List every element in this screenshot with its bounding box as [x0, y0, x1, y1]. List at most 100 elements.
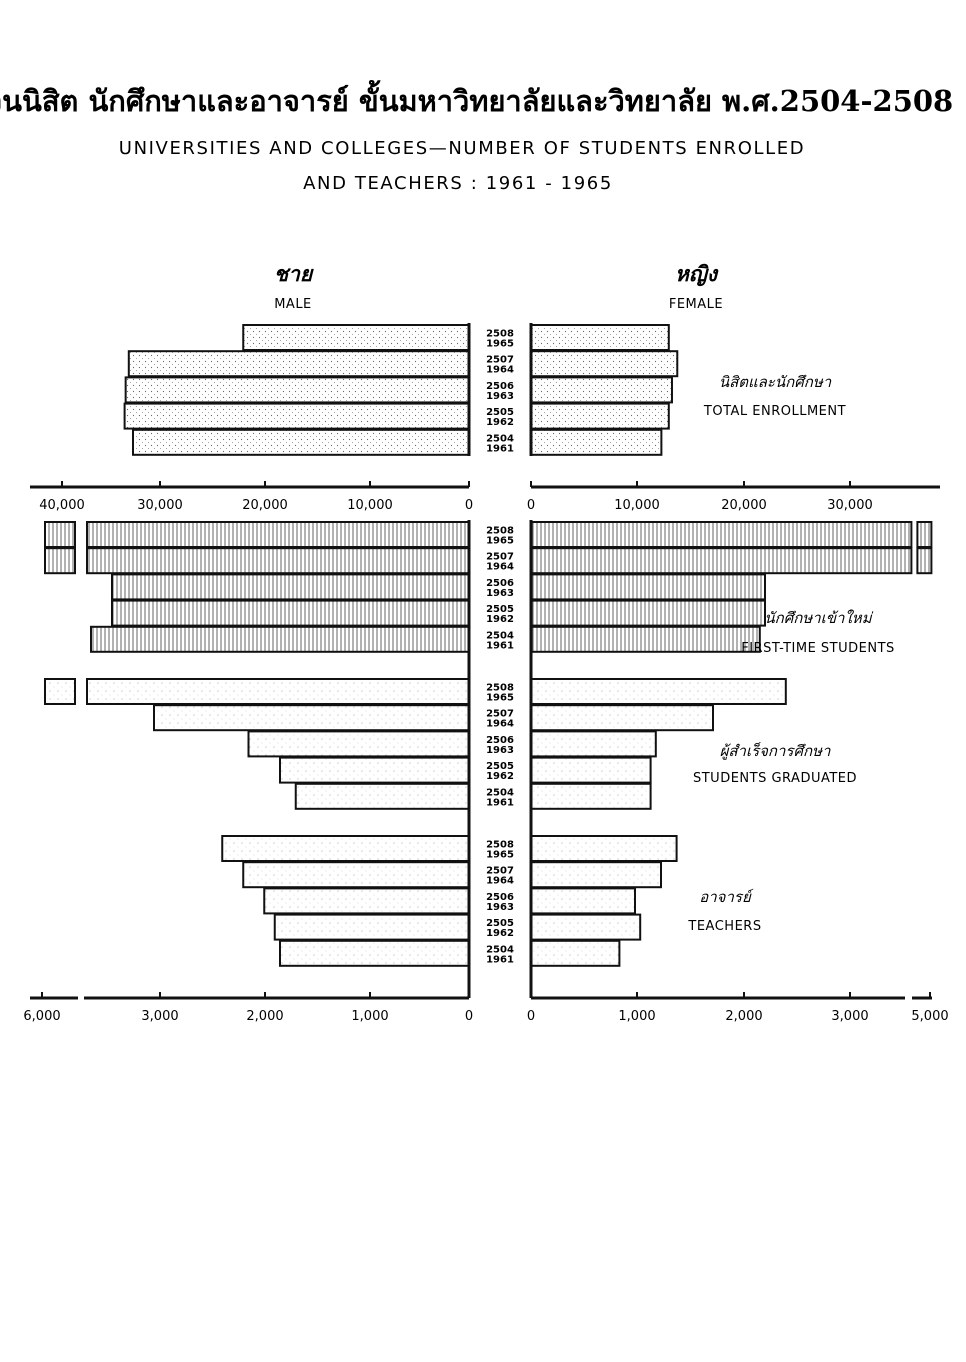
- female-label-thai: หญิง: [675, 261, 719, 287]
- male-bar: [242, 861, 470, 889]
- male-bar: [86, 521, 470, 548]
- female-bar: [530, 521, 913, 548]
- male-bar: [247, 730, 470, 758]
- year-label-ce: 1962: [486, 928, 514, 939]
- male-bar-overflow: [44, 547, 76, 575]
- year-label-ce: 1963: [486, 391, 514, 402]
- female-bar: [530, 324, 670, 351]
- teachers-axis-male-tick-label: 3,000: [141, 1009, 178, 1024]
- year-label-be: 2505: [486, 918, 514, 929]
- female-bar-overflow: [916, 521, 933, 548]
- panel-label: STUDENTS GRADUATED: [693, 771, 857, 786]
- year-label-be: 2508: [486, 329, 514, 340]
- year-label-ce: 1965: [486, 536, 514, 547]
- year-label-be: 2505: [486, 761, 514, 772]
- year-label-ce: 1962: [486, 771, 514, 782]
- year-label-ce: 1963: [486, 902, 514, 913]
- male-label-thai: ชาย: [274, 261, 314, 286]
- female-bar: [530, 376, 673, 404]
- panel-label-thai: นิสิตและนักศึกษา: [719, 373, 832, 391]
- female-bar: [530, 756, 652, 784]
- year-label-be: 2507: [486, 709, 514, 720]
- teachers-axis-female-tick-label: 1,000: [618, 1009, 655, 1024]
- male-bar: [86, 547, 470, 575]
- male-bar: [263, 887, 470, 915]
- students-axis-male-tick-label: 20,000: [242, 498, 288, 513]
- male-bar: [90, 625, 470, 653]
- year-label-be: 2508: [486, 840, 514, 851]
- year-label-ce: 1962: [486, 417, 514, 428]
- panel-label-thai: นักศึกษาเข้าใหม่: [764, 609, 873, 627]
- students-axis-male-tick-label: 40,000: [39, 498, 85, 513]
- year-label-be: 2508: [486, 683, 514, 694]
- female-bar: [530, 861, 662, 889]
- year-label-be: 2504: [486, 630, 514, 641]
- female-bar: [530, 913, 642, 941]
- panel-label: TOTAL ENROLLMENT: [703, 404, 846, 419]
- year-label-ce: 1965: [486, 693, 514, 704]
- male-bar: [279, 939, 470, 967]
- male-bar: [124, 376, 471, 404]
- students-axis-male-tick-label: 30,000: [137, 498, 183, 513]
- female-bar: [530, 678, 787, 705]
- male-bar: [273, 913, 470, 941]
- year-label-ce: 1961: [486, 954, 514, 965]
- year-label-ce: 1961: [486, 443, 514, 454]
- male-bar: [279, 756, 470, 784]
- teachers-axis-male-tick-label: 2,000: [246, 1009, 283, 1024]
- male-bar: [111, 573, 470, 601]
- year-label-be: 2506: [486, 381, 514, 392]
- year-label-be: 2506: [486, 735, 514, 746]
- female-bar: [530, 428, 663, 456]
- year-label-ce: 1963: [486, 588, 514, 599]
- female-bar-overflow: [916, 547, 933, 575]
- female-bar: [530, 704, 714, 732]
- year-label-ce: 1965: [486, 339, 514, 350]
- female-bar: [530, 547, 913, 575]
- female-bar: [530, 625, 761, 653]
- male-label: MALE: [274, 297, 312, 312]
- year-label-be: 2507: [486, 355, 514, 366]
- female-label: FEMALE: [669, 297, 723, 312]
- students-axis-female-tick-label: 10,000: [614, 498, 660, 513]
- year-label-be: 2505: [486, 407, 514, 418]
- teachers-axis-female-tick-label: 3,000: [831, 1009, 868, 1024]
- year-label-ce: 1961: [486, 797, 514, 808]
- male-bar: [86, 678, 470, 705]
- students-axis-female-tick-label: 20,000: [721, 498, 767, 513]
- year-label-ce: 1964: [486, 562, 514, 573]
- female-bar: [530, 782, 652, 810]
- year-label-be: 2508: [486, 526, 514, 537]
- female-bar: [530, 887, 636, 915]
- male-bar: [123, 402, 470, 430]
- female-bar: [530, 350, 679, 378]
- female-bar: [530, 730, 657, 758]
- female-bar: [530, 402, 670, 430]
- year-label-be: 2504: [486, 944, 514, 955]
- chart-title-english: UNIVERSITIES AND COLLEGES—NUMBER OF STUD…: [119, 138, 805, 159]
- year-label-be: 2506: [486, 892, 514, 903]
- male-bar: [111, 599, 470, 627]
- students-axis-female-tick-label: 0: [527, 498, 535, 513]
- panel-label: TEACHERS: [687, 919, 761, 934]
- male-bar: [294, 782, 470, 810]
- male-bar-overflow: [44, 678, 76, 705]
- panel-label-thai: อาจารย์: [699, 888, 753, 906]
- students-axis-female-tick-label: 30,000: [827, 498, 873, 513]
- male-bar-overflow: [44, 521, 76, 548]
- male-bar: [132, 428, 470, 456]
- teachers-axis-male-tick-label: 0: [465, 1009, 473, 1024]
- panel-label: FIRST-TIME STUDENTS: [741, 641, 895, 656]
- male-bar: [153, 704, 470, 732]
- students-axis-male-tick-label: 10,000: [347, 498, 393, 513]
- year-label-be: 2504: [486, 433, 514, 444]
- female-bar: [530, 939, 621, 967]
- male-bar: [242, 324, 470, 351]
- year-label-ce: 1962: [486, 614, 514, 625]
- female-bar: [530, 573, 766, 601]
- female-bar: [530, 835, 678, 862]
- year-label-be: 2504: [486, 787, 514, 798]
- year-label-ce: 1961: [486, 640, 514, 651]
- teachers-axis-female-tick-label: 2,000: [725, 1009, 762, 1024]
